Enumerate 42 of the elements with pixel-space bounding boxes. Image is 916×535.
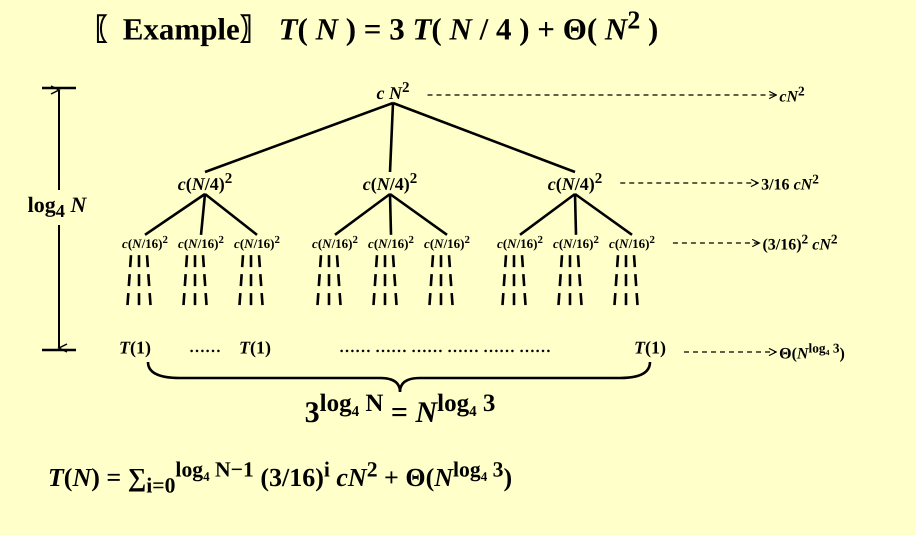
- dashed-arrow: [428, 90, 777, 100]
- dashed-arrow: [684, 348, 777, 356]
- tree-edge: [389, 192, 448, 236]
- tree-edge: [388, 194, 392, 235]
- dashed-arrow: [620, 178, 759, 188]
- cost-term: c(N/16)$^{2}$: [234, 234, 280, 252]
- tree-edge: [574, 194, 578, 235]
- cost-term: c(N/16)$^{2}$: [497, 234, 543, 252]
- ellipsis: ……: [189, 339, 221, 357]
- cost-term: c(N/4)$^{2}$: [362, 171, 418, 195]
- tree-edge: [388, 102, 394, 172]
- level-sum: 3/16 cN$^{2}$: [761, 171, 819, 195]
- tree-edge: [204, 102, 394, 174]
- base-case-term: T(1): [119, 338, 151, 358]
- level-sum: (3/16)$^{2}$ cN$^{2}$: [762, 231, 838, 255]
- dashed-arrow: [672, 238, 760, 248]
- cost-term: c N$^{2}$: [376, 80, 410, 104]
- tree-edge: [204, 192, 258, 236]
- tree-edge: [334, 192, 391, 236]
- tree-edge: [200, 194, 206, 235]
- leaf-count-formula: 3$^{log₄ N}$ = N$^{log₄ 3}$: [304, 390, 496, 430]
- tree-edge: [519, 192, 576, 236]
- cost-term: c(N/16)$^{2}$: [368, 234, 414, 252]
- base-case-term: T(1): [239, 338, 271, 358]
- cost-term: c(N/4)$^{2}$: [178, 171, 232, 195]
- cost-term: c(N/16)$^{2}$: [178, 234, 224, 252]
- cost-term: c(N/16)$^{2}$: [312, 234, 358, 252]
- base-case-term: T(1): [634, 338, 666, 358]
- level-sum: cN$^{2}$: [779, 83, 805, 107]
- ellipsis: …… …… …… …… …… ……: [339, 339, 551, 357]
- tree-edge: [574, 192, 633, 236]
- cost-term: c(N/16)$^{2}$: [424, 234, 470, 252]
- cost-term: c(N/16)$^{2}$: [553, 234, 599, 252]
- sum-formula: T(N) = ∑$_{i=0}$$^{log₄ N−1}$ (3/16)$^{i}$ cN$^{2}$ + Θ(N$^{log₄ 3}$): [48, 458, 512, 498]
- cost-term: c(N/16)$^{2}$: [122, 234, 168, 252]
- dimension-label: log$_{4}$ N: [28, 192, 86, 222]
- title: 〖Example〗 T( N ) = 3 T( N / 4 ) + Θ( N$^{2}$ ): [92, 5, 658, 49]
- level-sum: Θ(N$^{log₄ 3}$): [779, 340, 845, 364]
- tree-edge: [144, 192, 206, 236]
- tree-edge: [392, 102, 576, 174]
- cost-term: c(N/4)$^{2}$: [548, 171, 602, 195]
- cost-term: c(N/16)$^{2}$: [609, 234, 655, 252]
